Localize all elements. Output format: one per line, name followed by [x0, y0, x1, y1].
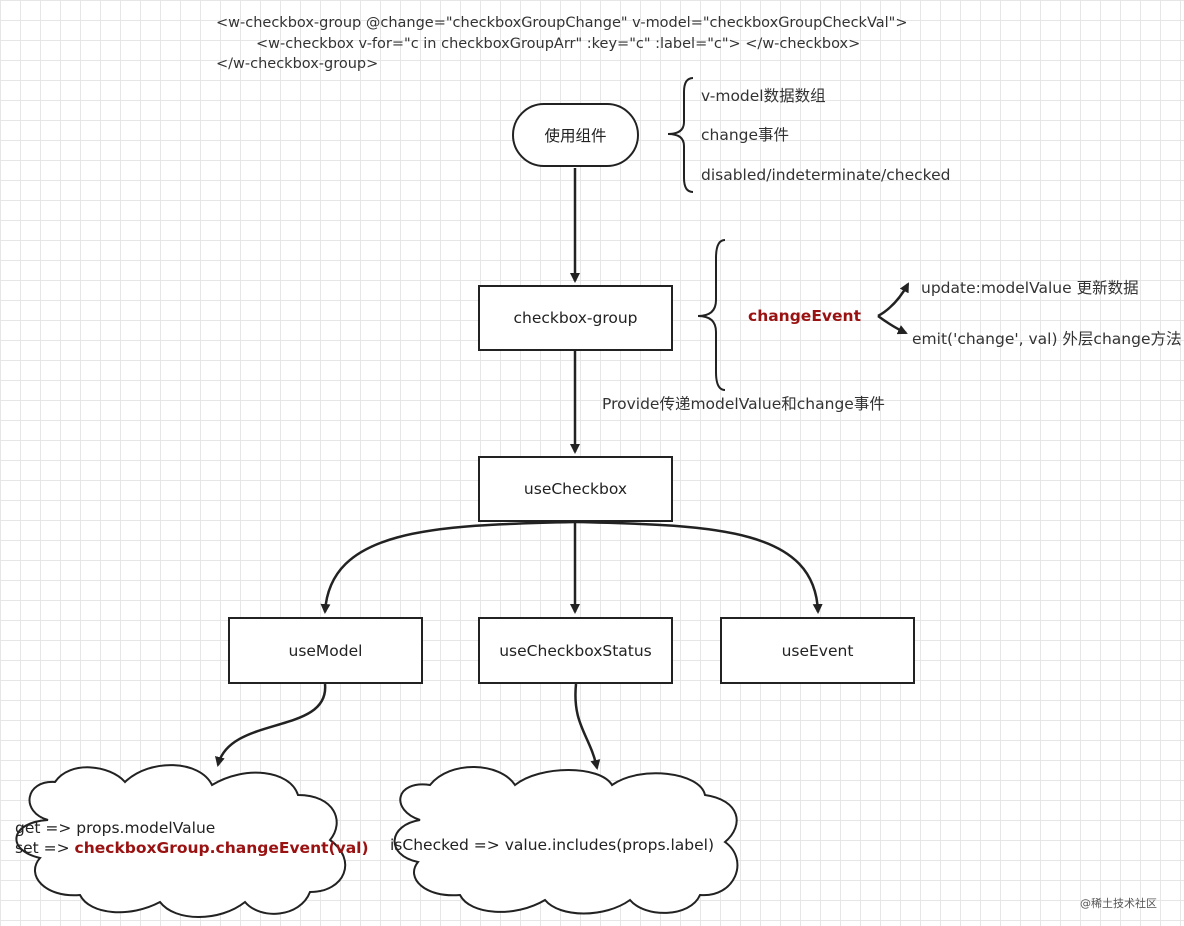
cloud-status-ischecked: isChecked => value.includes(props.label): [390, 836, 714, 854]
code-line-3: </w-checkbox-group>: [216, 56, 379, 72]
cloud-shape-status: [393, 766, 739, 915]
node-use-component: 使用组件: [512, 103, 639, 167]
provide-label: Provide传递modelValue和change事件: [602, 395, 885, 413]
code-line-1: <w-checkbox-group @change="checkboxGroup…: [216, 15, 908, 31]
arrow-to-useevent: [574, 520, 823, 614]
note-change-event: change事件: [701, 126, 790, 144]
arrow-to-emit-change: [877, 314, 908, 335]
output-emit-change: emit('change', val) 外层change方法: [912, 330, 1182, 348]
note-states: disabled/indeterminate/checked: [701, 166, 951, 184]
cloud-model-set-prefix: set =>: [15, 839, 75, 857]
cloud-model-set: set => checkboxGroup.changeEvent(val): [15, 838, 369, 858]
arrow-status-to-cloud: [574, 683, 601, 770]
node-use-model: useModel: [228, 617, 423, 684]
arrow-to-update-modelvalue: [877, 282, 910, 318]
cloud-model-get: get => props.modelValue: [15, 819, 216, 837]
cloud-shape-model: [15, 764, 347, 918]
arrow-to-usemodel: [320, 520, 576, 614]
brace-checkbox-group: [697, 239, 726, 391]
change-event-label: changeEvent: [748, 307, 861, 325]
node-use-checkbox: useCheckbox: [478, 456, 673, 522]
output-update-modelvalue: update:modelValue 更新数据: [921, 279, 1139, 297]
node-use-event: useEvent: [720, 617, 915, 684]
note-v-model: v-model数据数组: [701, 87, 826, 105]
node-checkbox-group: checkbox-group: [478, 285, 673, 351]
watermark: @稀土技术社区: [1080, 897, 1157, 910]
brace-use-component: [667, 77, 694, 193]
cloud-model-set-call: checkboxGroup.changeEvent(val): [74, 839, 369, 857]
code-line-2: <w-checkbox v-for="c in checkboxGroupArr…: [256, 36, 861, 52]
arrow-usemodel-to-cloud: [215, 683, 327, 767]
node-use-checkbox-status: useCheckboxStatus: [478, 617, 673, 684]
